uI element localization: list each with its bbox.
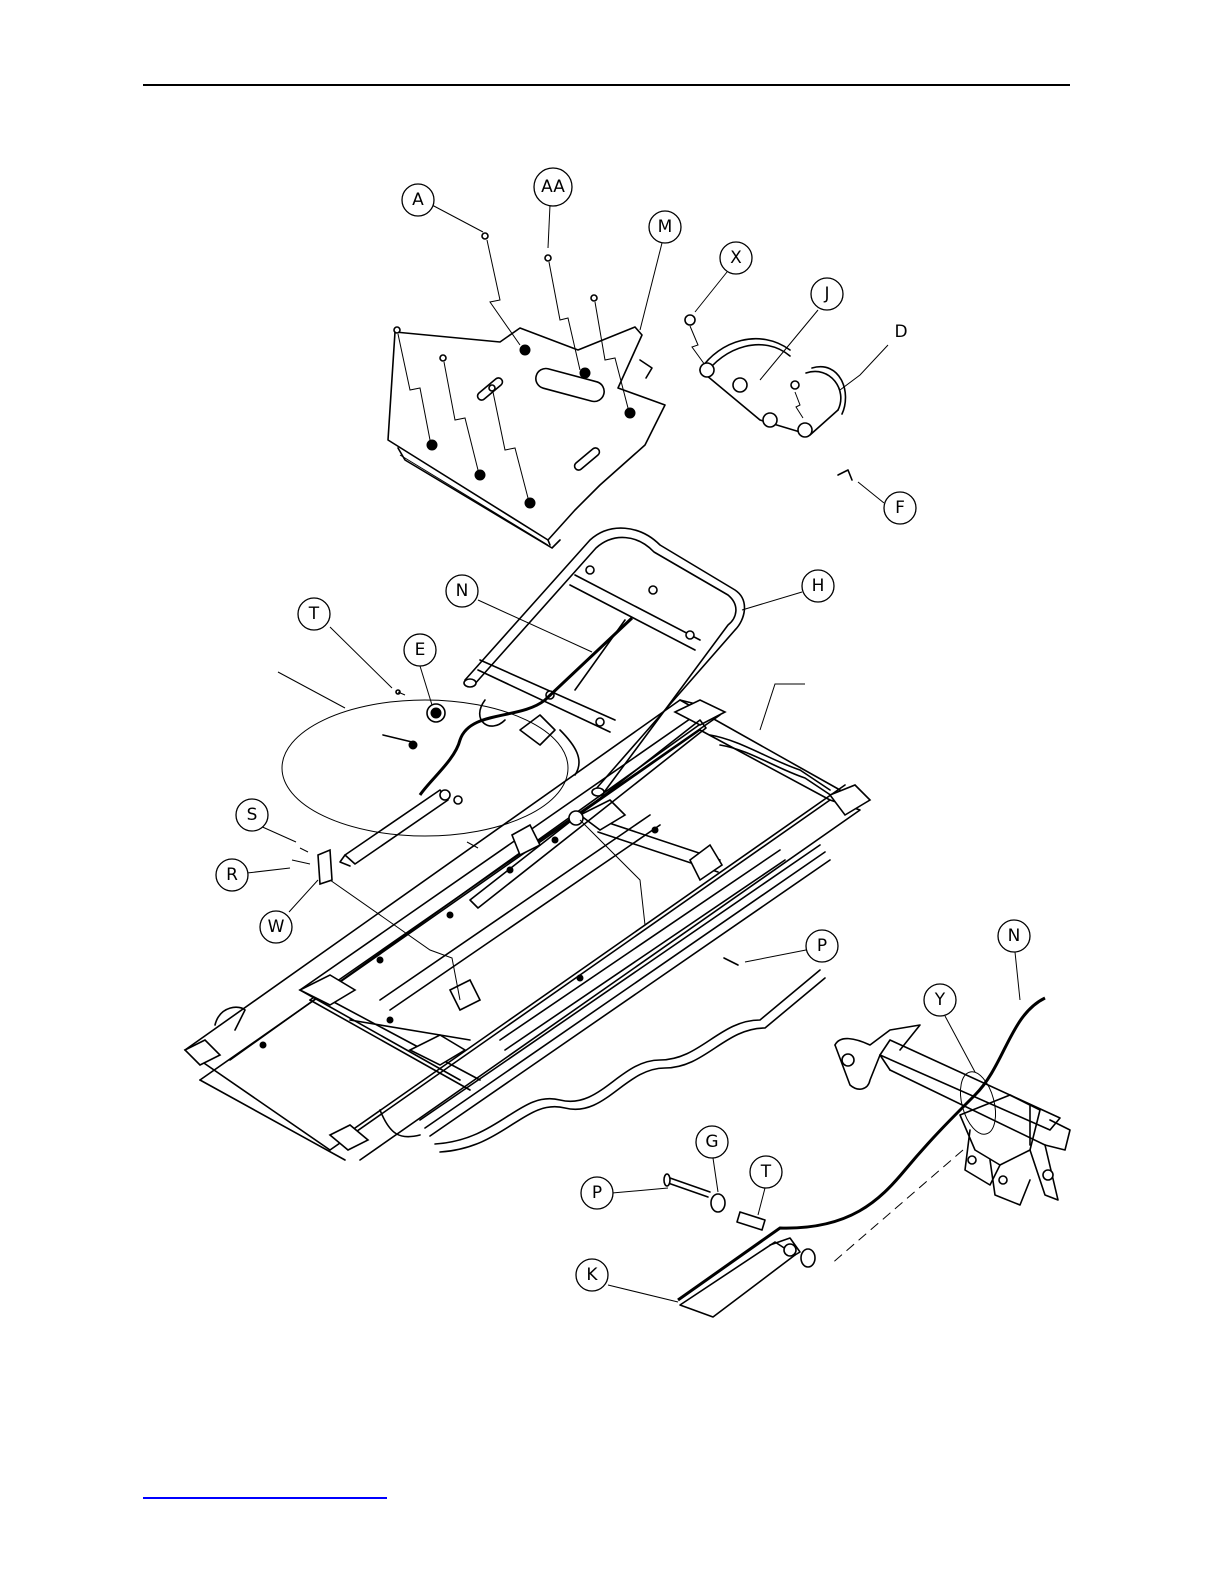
callout-AA: AA [534,168,572,206]
callout-label: X [730,248,742,268]
callout-label: R [226,865,238,885]
callout-K: K [576,1259,608,1291]
callout-X: X [720,242,752,274]
callout-label: W [268,917,285,937]
callout-H: H [802,570,834,602]
callout-P-top: P [806,930,838,962]
callout-label: AA [541,177,565,197]
actuator-small [340,690,462,866]
callout-T-detail: T [750,1156,782,1188]
callout-label: Y [934,990,946,1010]
callout-M: M [649,211,681,243]
callout-G: G [696,1126,728,1158]
callout-label: H [812,576,825,596]
cable-n-frame [420,618,632,795]
callout-A: A [402,184,434,216]
callout-J: J [811,278,843,310]
callout-N-detail: N [998,920,1030,952]
callout-W: W [260,911,292,943]
callout-E: E [404,634,436,666]
callout-label: N [456,581,469,601]
callout-D: D [894,322,907,342]
callout-label: M [658,217,673,237]
clip-part [838,470,852,480]
callout-label: G [705,1132,718,1152]
callout-label: A [412,190,424,210]
bracket-assembly [685,315,845,437]
callout-label: K [586,1265,598,1285]
callout-label: F [895,498,905,518]
callout-label: P [592,1183,602,1203]
callout-label: S [247,805,258,825]
callout-label: J [823,284,829,304]
callout-label: T [308,604,320,624]
callout-N-top: N [446,575,478,607]
callout-label: P [817,936,827,956]
callout-label: N [1008,926,1021,946]
callout-T-top: T [298,598,330,630]
cable-n-detail [678,998,1045,1300]
callout-R: R [216,859,248,891]
carriage-frame [464,528,744,796]
detail-assembly [664,998,1070,1317]
callout-S: S [236,799,268,831]
callout-P-detail: P [581,1177,613,1209]
callout-label: T [760,1162,772,1182]
callout-Y: Y [924,984,956,1016]
callout-label: E [415,640,426,660]
callout-F: F [884,492,916,524]
